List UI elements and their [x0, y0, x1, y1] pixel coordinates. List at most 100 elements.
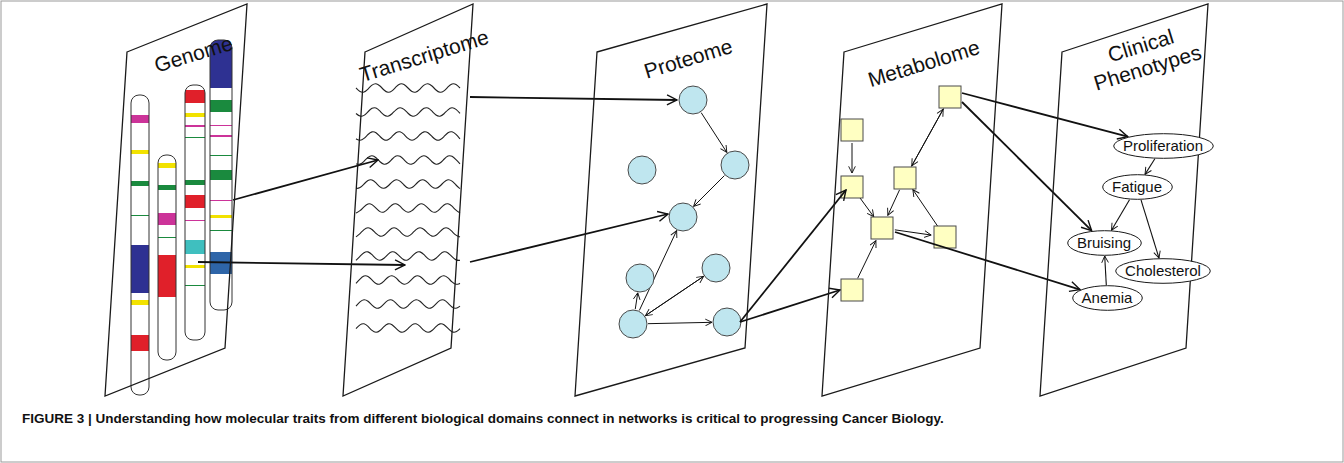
- protein-circle: [669, 203, 697, 231]
- transcript-wave: [356, 132, 460, 141]
- panel-heading: Transcriptome: [357, 27, 486, 86]
- metabolite-square: [894, 167, 916, 189]
- chromosome-outline: [131, 95, 149, 395]
- chromosome-band: [185, 113, 205, 117]
- figure-caption: FIGURE 3 | Understanding how molecular t…: [22, 410, 1312, 428]
- network-arrow: [701, 113, 727, 153]
- metabolite-square: [939, 86, 961, 108]
- panel-border: [105, 4, 247, 396]
- chromosome-band: [185, 265, 205, 268]
- chromosome-band: [158, 213, 176, 225]
- panel-border: [1040, 4, 1208, 396]
- protein-circle: [679, 86, 707, 114]
- chromosome-band: [210, 100, 232, 112]
- chromosome: [158, 155, 176, 360]
- metabolite-square: [841, 119, 863, 141]
- chromosome-band: [131, 150, 149, 154]
- network-arrow: [645, 276, 703, 315]
- network-arrow: [860, 197, 874, 216]
- chromosome-band: [210, 170, 232, 180]
- phenotype-ellipse: Cholesterol: [1115, 258, 1211, 284]
- connector-arrow: [470, 214, 668, 262]
- phenotype-ellipse: Proliferation: [1113, 133, 1214, 159]
- transcript-wave: [356, 324, 460, 333]
- domain-panel: Genome: [105, 4, 247, 396]
- chromosome-band: [158, 255, 176, 297]
- network-arrow: [852, 143, 853, 173]
- chromosome-band: [131, 335, 149, 351]
- phenotype-ellipse: Bruising: [1067, 230, 1142, 256]
- transcript-wave: [356, 228, 460, 237]
- transcript-wave: [356, 180, 460, 189]
- chromosome-band: [185, 195, 205, 208]
- domain-panel: Metabolome: [822, 4, 1002, 396]
- chromosome-band: [131, 245, 149, 293]
- chromosome-band: [210, 200, 232, 201]
- chromosome-band: [210, 215, 232, 218]
- ellipse-border: [1072, 286, 1142, 311]
- chromosome-outline: [158, 155, 176, 360]
- chromosome-band: [185, 240, 205, 254]
- ellipse-border: [1102, 175, 1172, 200]
- chromosome: [185, 85, 205, 340]
- chromosome-band: [210, 230, 232, 231]
- transcript-wave: [356, 84, 460, 93]
- domain-panel: Clinical PhenotypesProliferationFatigueB…: [1040, 4, 1208, 396]
- transcript-wave: [356, 108, 460, 117]
- protein-circle: [713, 308, 741, 336]
- chromosome-band: [158, 185, 176, 190]
- chromosome-band: [185, 90, 205, 103]
- protein-circle: [619, 310, 647, 338]
- panel-heading: Clinical Phenotypes: [1080, 17, 1208, 96]
- network-arrow: [888, 190, 900, 215]
- panel-heading: Proteome: [637, 33, 739, 84]
- ellipse-border: [1113, 134, 1213, 159]
- panel-heading: Genome: [147, 30, 240, 78]
- chromosome: [210, 40, 232, 310]
- network-arrow: [645, 276, 703, 315]
- protein-circle: [702, 254, 730, 282]
- transcript-wave: [356, 300, 460, 309]
- connector-arrow: [1141, 200, 1159, 258]
- network-arrow: [913, 190, 938, 227]
- chromosome-band: [131, 115, 149, 123]
- panel-heading: Metabolome: [862, 34, 985, 92]
- connector-arrow: [470, 97, 677, 100]
- protein-circle: [628, 156, 656, 184]
- chromosome-band: [210, 125, 232, 126]
- chromosome-band: [158, 237, 176, 238]
- chromosome-band: [185, 137, 205, 138]
- chromosome-band: [185, 180, 205, 185]
- connector-arrow: [198, 262, 405, 265]
- phenotype-label: Fatigue: [1112, 178, 1162, 196]
- connector-arrow: [740, 190, 846, 322]
- protein-circle: [626, 264, 654, 292]
- connector-arrow: [1105, 256, 1107, 285]
- protein-circle: [721, 151, 749, 179]
- phenotype-label: Bruising: [1077, 234, 1131, 252]
- metabolite-square: [841, 176, 863, 198]
- transcript-wave: [356, 204, 460, 213]
- chromosome-body: [158, 155, 176, 360]
- domain-panel: Proteome: [575, 4, 767, 396]
- transcript-wave: [356, 156, 460, 165]
- chromosome-body: [185, 85, 205, 340]
- chromosome-band: [185, 125, 205, 127]
- connector-arrow: [1112, 200, 1130, 231]
- phenotype-label: Proliferation: [1123, 137, 1203, 155]
- chromosome-band: [131, 215, 149, 216]
- domain-panel: Transcriptome: [343, 4, 473, 396]
- chromosome-band: [158, 163, 176, 168]
- connector-arrow: [962, 102, 1092, 231]
- panel-border: [575, 4, 767, 396]
- ellipse-border: [1116, 259, 1211, 284]
- phenotype-label: Cholesterol: [1125, 262, 1201, 280]
- chromosome-body: [210, 40, 232, 310]
- network-arrow: [635, 293, 637, 309]
- panel-border: [822, 4, 1002, 396]
- metabolite-square: [841, 279, 863, 301]
- chromosome-band: [210, 155, 232, 156]
- phenotype-ellipse: Fatigue: [1102, 174, 1173, 200]
